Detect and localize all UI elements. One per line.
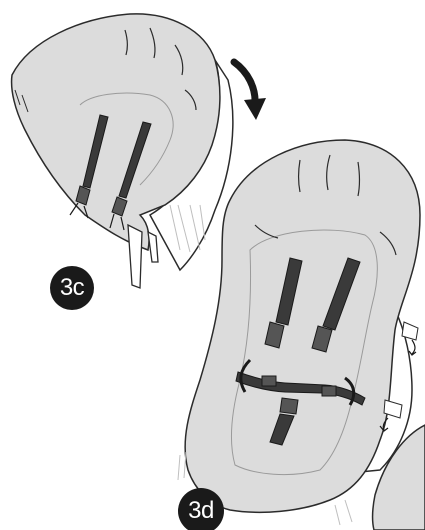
waist-buckle-left: [262, 376, 276, 386]
step-label-3d: 3d: [188, 497, 214, 524]
waist-buckle-right: [322, 386, 336, 396]
curved-arrow-down-icon: [234, 62, 266, 120]
step-label-3c: 3c: [60, 274, 84, 301]
step-badge-3c: 3c: [50, 266, 94, 310]
seat-pad-3c: [12, 14, 233, 288]
crotch-buckle: [280, 398, 298, 414]
small-arrow-upper-icon: [409, 340, 416, 355]
step-badge-3d: 3d: [178, 488, 224, 530]
